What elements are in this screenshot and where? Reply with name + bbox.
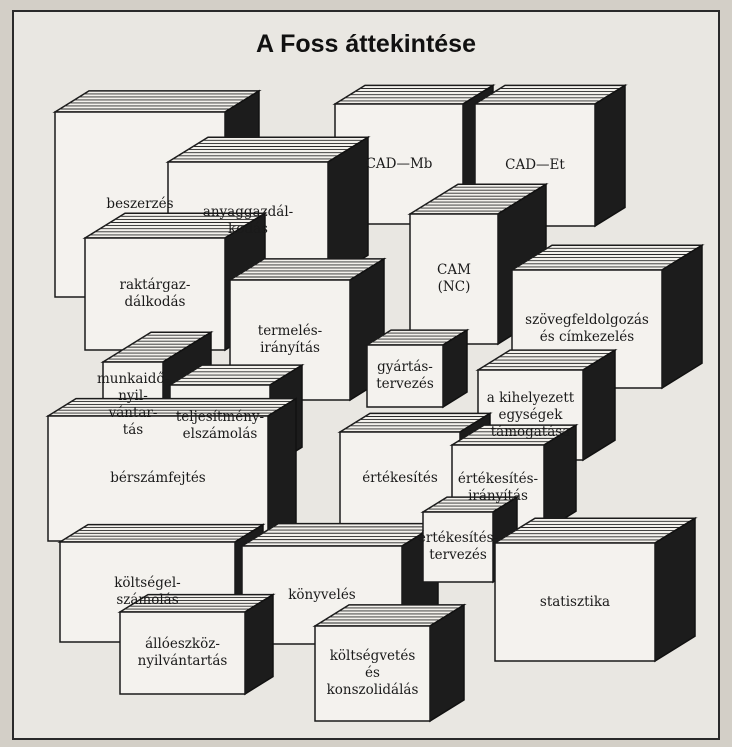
page-title: A Foss áttekintése xyxy=(256,30,476,58)
module-label-ertekesites-tervezes: értékesítés- tervezés xyxy=(417,530,499,563)
module-label-raktargazdalkodas: raktárgaz- dálkodás xyxy=(119,277,191,310)
module-box-alloeszkoz xyxy=(117,593,276,696)
module-label-kihelyezett: a kihelyezett egységek támogatása xyxy=(486,389,575,440)
module-label-anyaggazdalkodas: anyaggazdál- kodás xyxy=(202,204,294,237)
module-label-berszamfejtes: bérszámfejtés xyxy=(110,470,206,486)
module-label-beszerzes: beszerzés xyxy=(106,196,174,212)
module-label-szovegfeldolgozas: szövegfeldolgozás és címkezelés xyxy=(525,312,649,345)
module-label-konyveles: könyvelés xyxy=(288,586,356,603)
module-label-munkaido: munkaidő- nyil- vántar- tás xyxy=(96,371,170,438)
module-label-cad-et: CAD—Et xyxy=(505,156,565,173)
module-label-gyartastervezes: gyártás- tervezés xyxy=(376,359,434,392)
module-label-alloeszkoz: állóeszköz- nyilvántartás xyxy=(137,636,228,669)
module-label-cam: CAM (NC) xyxy=(437,262,471,295)
module-label-koltsegelszamolas: költségel- számolás xyxy=(114,575,181,608)
module-label-koltsegvetes: költségvetés és konszolidálás xyxy=(326,648,419,698)
module-box-raktargazdalkodas xyxy=(82,211,268,352)
module-label-termelesiranyitas: termelés- irányítás xyxy=(257,323,323,356)
module-label-teljesitmeny: teljesítmény- elszámolás xyxy=(175,409,265,442)
module-label-ertekesites-iranyitas: értékesítés- irányítás xyxy=(457,471,539,504)
module-label-ertekesites: értékesítés xyxy=(362,469,438,486)
module-box-gyartastervezes xyxy=(364,328,470,409)
module-box-cad-et xyxy=(472,84,628,228)
module-box-statisztika xyxy=(492,516,698,663)
module-label-statisztika: statisztika xyxy=(539,593,611,610)
module-box-koltsegvetes xyxy=(312,603,467,723)
module-box-berszamfejtes xyxy=(45,397,299,543)
module-label-cad-mb: CAD—Mb xyxy=(365,155,433,172)
module-box-ertekesites-tervezes xyxy=(420,495,520,584)
